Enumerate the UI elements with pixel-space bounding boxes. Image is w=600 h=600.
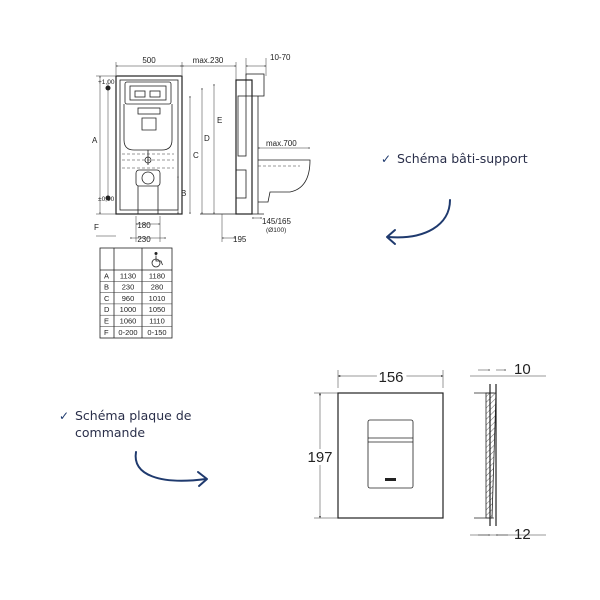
caption-plate-line2: commande — [75, 425, 145, 440]
table-cell-accessible: 0-150 — [147, 328, 166, 337]
dim-pipe-label: 145/165 — [262, 217, 291, 226]
level-upper-label: +1,00 — [98, 79, 115, 86]
dim-inner-label: 180 — [137, 221, 151, 230]
plate-depth-bottom-label: 12 — [514, 526, 531, 543]
table-cell-standard: 1000 — [120, 305, 137, 314]
table-row: A 1130 1180 — [100, 271, 172, 282]
check-icon: ✓ — [59, 409, 69, 423]
dim-A-letter: A — [92, 136, 98, 145]
table-cell-label: B — [104, 283, 109, 292]
table-row: D 1000 1050 — [100, 305, 172, 316]
table-header — [151, 252, 163, 268]
wheelchair-icon — [151, 252, 163, 268]
dim-outer-label: 230 — [137, 235, 151, 244]
table-cell-accessible: 280 — [151, 283, 164, 292]
table-cell-standard: 0-200 — [118, 328, 137, 337]
table-row: C 960 1010 — [100, 294, 172, 305]
plate-diagram: 156 197 10 12 — [304, 361, 546, 543]
dim-D-letter: D — [204, 134, 210, 143]
plate-depth-top-label: 10 — [514, 361, 531, 378]
plate-button-area — [367, 419, 414, 489]
curved-arrow-frame — [386, 199, 451, 245]
caption-plate: ✓ Schéma plaque de commande — [59, 408, 192, 440]
table-row: E 1060 1110 — [100, 317, 172, 327]
caption-frame: ✓ Schéma bâti-support — [381, 151, 528, 166]
dim-offset-label: 195 — [233, 235, 247, 244]
table-cell-label: D — [104, 305, 110, 314]
dim-E-letter: E — [217, 116, 222, 125]
check-icon: ✓ — [381, 152, 391, 166]
dim-range-label: 10-70 — [270, 53, 291, 62]
table-cell-accessible: 1110 — [149, 317, 165, 326]
table-row: B 230 280 — [100, 283, 172, 293]
table-row: F 0-200 0-150 — [104, 328, 167, 337]
dim-bowl-label: max.700 — [266, 139, 297, 148]
table-cell-accessible: 1010 — [149, 294, 166, 303]
plate-front — [337, 392, 444, 519]
table-cell-standard: 960 — [122, 294, 135, 303]
table-cell-label: C — [104, 294, 110, 303]
table-cell-label: A — [104, 271, 109, 280]
table-cell-standard: 1130 — [120, 271, 136, 280]
plate-width-label: 156 — [378, 369, 403, 386]
caption-frame-text: Schéma bâti-support — [397, 151, 528, 166]
frame-diagram: 500 max.230 10-70 +1,00 ±0 — [92, 53, 311, 244]
dim-max-depth-label: max.230 — [193, 56, 224, 65]
table-cell-label: F — [104, 328, 109, 337]
table-cell-accessible: 1180 — [149, 271, 165, 280]
level-lower-label: ±0,00 — [98, 196, 115, 203]
table-cell-standard: 1060 — [120, 317, 137, 326]
plate-height-label: 197 — [307, 449, 332, 466]
table-cell-label: E — [104, 317, 109, 326]
dim-B-letter: B — [181, 189, 186, 198]
table-cell-standard: 230 — [122, 283, 135, 292]
dim-F-letter: F — [94, 223, 99, 232]
dim-C-letter: C — [193, 151, 199, 160]
caption-plate-line1: Schéma plaque de — [75, 408, 192, 423]
table-cell-accessible: 1050 — [149, 305, 166, 314]
frame-outline — [115, 75, 183, 215]
dim-width-label: 500 — [142, 56, 156, 65]
curved-arrow-plate — [134, 451, 208, 487]
dim-pipe-diam-label: (Ø100) — [266, 227, 286, 234]
plate-side-profile — [485, 392, 497, 519]
